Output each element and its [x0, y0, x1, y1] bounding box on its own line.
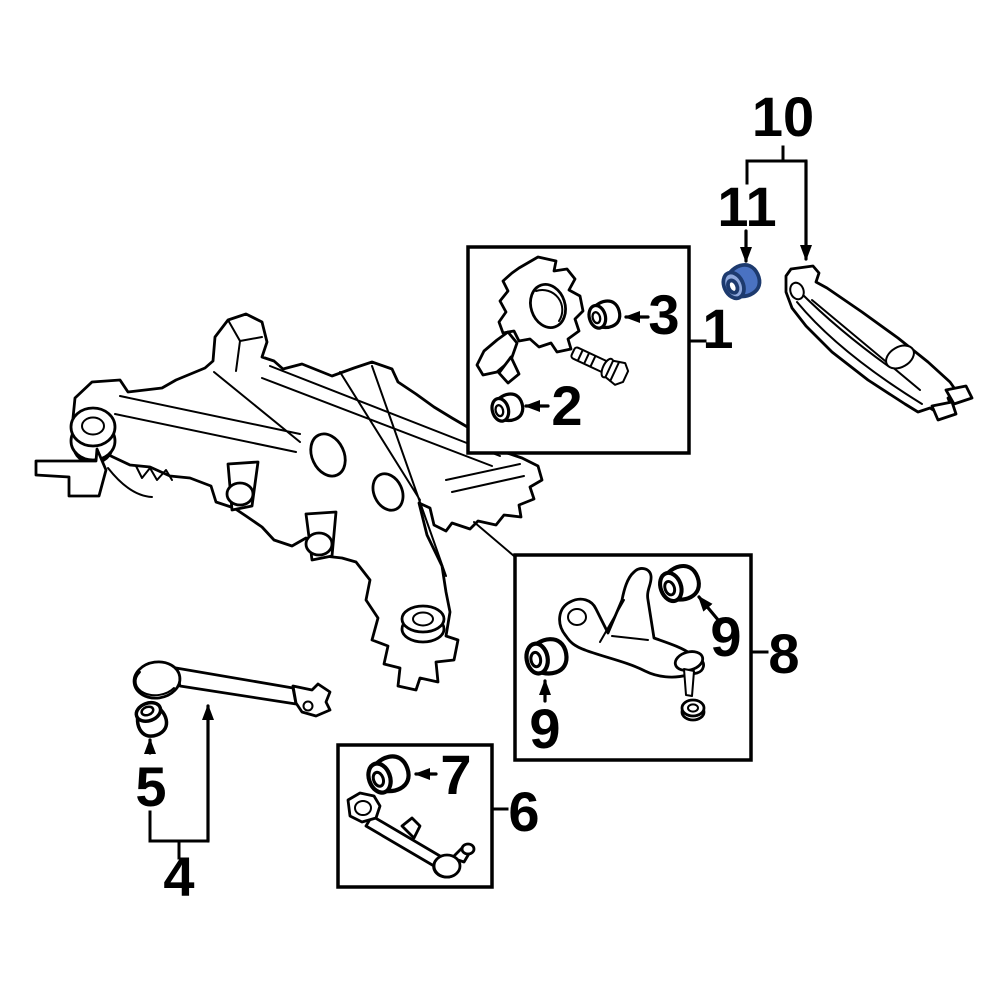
callout-label-1[interactable]: 1: [702, 297, 734, 360]
callout-10-bracket: [740, 145, 812, 263]
upper-control-arm: [558, 567, 705, 697]
callout-label-11[interactable]: 11: [717, 175, 777, 238]
knuckle: [475, 255, 585, 385]
bushing-5: [134, 700, 169, 738]
callout-label-4[interactable]: 4: [163, 845, 195, 908]
subframe-crossmember: [34, 312, 544, 692]
trailing-arm: [132, 660, 332, 718]
callout-label-7[interactable]: 7: [440, 743, 472, 806]
upper-control-arm-panel: [513, 553, 769, 762]
callout-4-bracket: [148, 704, 214, 860]
callout-label-9-right[interactable]: 9: [710, 605, 742, 668]
callout-9-right-arrow: [697, 595, 721, 623]
callout-label-8[interactable]: 8: [768, 622, 800, 685]
knuckle-panel: [466, 245, 707, 455]
callout-label-10[interactable]: 10: [751, 85, 815, 148]
callout-label-3[interactable]: 3: [648, 283, 680, 346]
lateral-link-panel: [336, 743, 509, 889]
ball-joint-nut: [680, 698, 706, 722]
callout-label-6[interactable]: 6: [508, 780, 540, 843]
callout-label-2[interactable]: 2: [551, 374, 583, 437]
lateral-link: [346, 791, 476, 879]
bolt: [570, 346, 630, 386]
rear-lower-arm-10: [784, 264, 974, 422]
callout-label-5[interactable]: 5: [135, 755, 167, 818]
callout-label-9-left[interactable]: 9: [529, 697, 561, 760]
bushing-11-highlighted[interactable]: [719, 260, 765, 303]
